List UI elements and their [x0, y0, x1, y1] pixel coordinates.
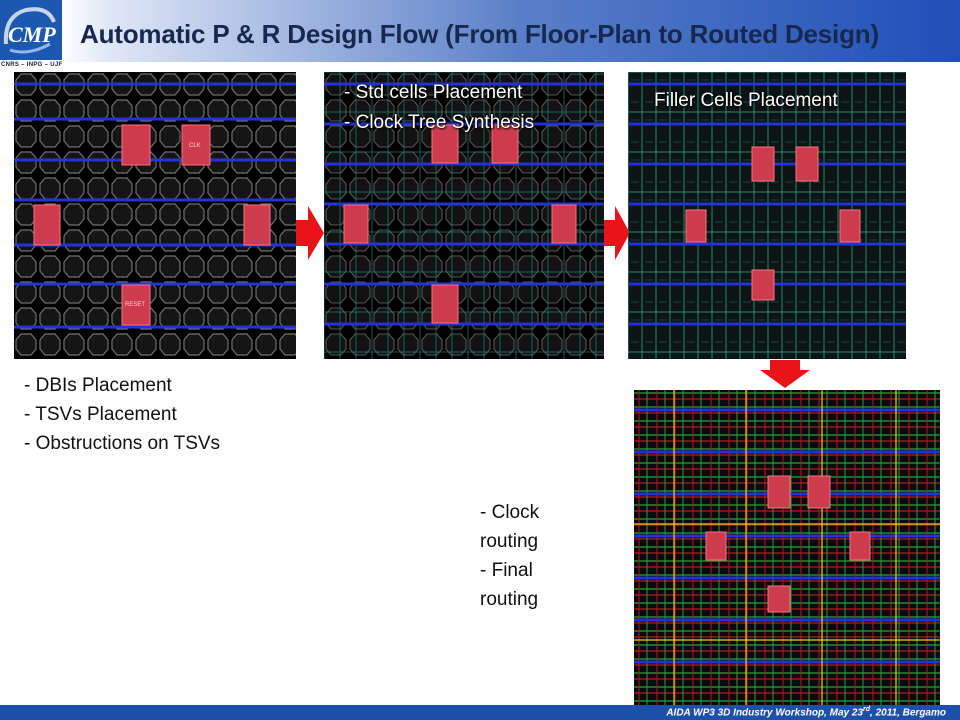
- routed-panel: [634, 390, 940, 708]
- logo-caption: CNRS – INPG – UJF: [1, 62, 63, 68]
- logo-text: CMP: [8, 22, 56, 47]
- footer-bar: AIDA WP3 3D Industry Workshop, May 23rd,…: [0, 705, 960, 720]
- floorplan-step-3: - Obstructions on TSVs: [24, 433, 221, 454]
- placement-step-1: - Std cells Placement: [344, 82, 523, 103]
- routing-step-1b: routing: [480, 531, 539, 552]
- cell-label-reset: RESET: [125, 302, 145, 308]
- placement-panel: [324, 72, 604, 359]
- floorplan-step-2: - TSVs Placement: [24, 404, 177, 425]
- arrow-right-icon: [296, 206, 324, 260]
- arrow-right-icon: [604, 206, 630, 260]
- filler-panel: [628, 72, 906, 359]
- filler-title: Filler Cells Placement: [654, 90, 838, 111]
- placement-step-2: - Clock Tree Synthesis: [344, 112, 535, 133]
- header-bar: [0, 0, 960, 62]
- footer-text: AIDA WP3 3D Industry Workshop, May 23rd,…: [666, 706, 946, 719]
- routing-step-2a: - Final: [480, 560, 533, 581]
- slide-title: Automatic P & R Design Flow (From Floor-…: [80, 19, 879, 49]
- routing-step-1a: - Clock: [480, 502, 540, 523]
- arrow-down-icon: [760, 360, 810, 388]
- routing-step-2b: routing: [480, 589, 539, 610]
- cmp-logo: CMP: [0, 0, 62, 60]
- floorplan-panel: CLK RESET: [14, 72, 296, 359]
- floorplan-step-1: - DBIs Placement: [24, 375, 172, 396]
- logo-swirl-icon: CMP: [3, 7, 56, 54]
- cell-label-clk: CLK: [189, 143, 201, 149]
